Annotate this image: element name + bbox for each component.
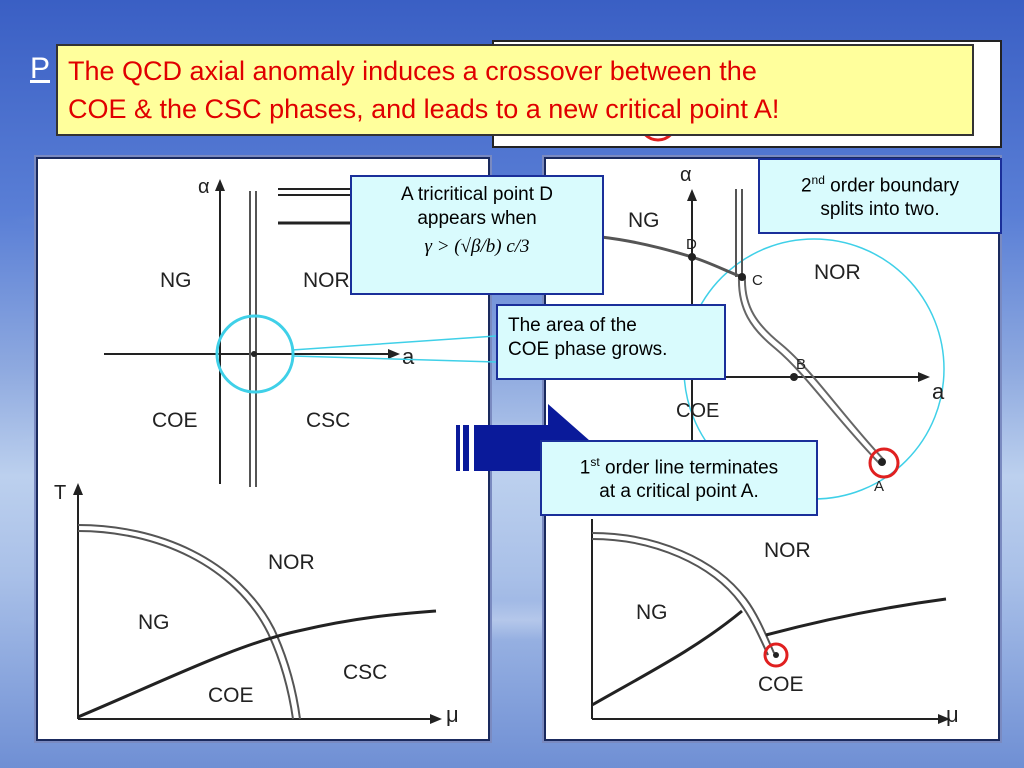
alpha-axis-arrow — [687, 189, 697, 201]
region-coe: COE — [758, 673, 804, 696]
callout-number: 2 — [800, 175, 812, 197]
callout-text: COE phase grows. — [508, 339, 668, 360]
critical-point — [773, 652, 779, 658]
label-b: B — [796, 356, 806, 373]
callout-text: at a critical point A. — [599, 481, 759, 503]
critical-point-circle — [868, 447, 900, 479]
callout-phrase: order boundary — [824, 175, 960, 197]
label-d: D — [686, 236, 697, 253]
alpha-axis-arrow — [215, 179, 225, 191]
a-axis-arrow — [918, 372, 930, 382]
tricritical-callout: A tricritical point D appears when γ > (… — [350, 175, 604, 295]
callout-number: 1 — [579, 457, 591, 479]
split-boundary — [737, 276, 881, 465]
callout-text: 1st order line terminates — [542, 450, 816, 480]
highlight-circle — [215, 314, 295, 394]
alpha-label: α — [198, 176, 210, 198]
region-csc: CSC — [306, 409, 350, 432]
region-ng: NG — [636, 601, 668, 624]
headline-line-2: COE & the CSC phases, and leads to a new… — [68, 94, 780, 124]
callout-text: The area of the — [508, 315, 637, 336]
callout-text: splits into two. — [820, 199, 940, 221]
point-c — [738, 273, 746, 281]
point-d — [688, 253, 696, 261]
mu-label: μ — [446, 702, 459, 727]
a-label: a — [402, 344, 415, 369]
tricritical-formula: γ > (√β/b) c/3 — [424, 236, 530, 257]
headline-line-1: The QCD axial anomaly induces a crossove… — [68, 56, 757, 86]
critical-point-circle — [763, 642, 789, 668]
callout-suffix: st — [590, 455, 600, 469]
region-coe: COE — [152, 409, 198, 432]
a-axis-arrow — [388, 349, 400, 359]
coe-area-callout: The area of the COE phase grows. — [496, 304, 726, 380]
region-nor: NOR — [814, 261, 861, 284]
callout-phrase: order line terminates — [599, 457, 779, 479]
point-b — [790, 373, 798, 381]
second-order-callout: 2nd order boundary splits into two. — [758, 158, 1002, 234]
callout-text: 2nd order boundary — [760, 168, 1000, 198]
label-c: C — [752, 272, 763, 289]
mu-label: μ — [946, 702, 959, 727]
phase-boundary-curve — [77, 524, 301, 720]
intersection-point — [251, 351, 257, 357]
region-ng: NG — [138, 611, 170, 634]
a-label: a — [932, 379, 945, 404]
slide-title-fragment: P — [30, 52, 51, 85]
alpha-label: α — [680, 164, 692, 186]
first-order-callout: 1st order line terminates at a critical … — [540, 440, 818, 516]
phase-boundary-curve — [77, 530, 294, 720]
right-diagrams: α a D C B A NG NOR COE μ NOR — [566, 164, 959, 727]
region-coe: COE — [676, 400, 719, 422]
region-coe: COE — [208, 684, 254, 707]
region-csc: CSC — [343, 661, 387, 684]
callout-suffix: nd — [811, 173, 825, 187]
region-nor: NOR — [268, 551, 315, 574]
phase-boundary-curve — [591, 538, 769, 656]
label-a: A — [874, 478, 884, 495]
mu-axis-arrow — [430, 714, 442, 724]
region-nor: NOR — [764, 539, 811, 562]
callout-text: A tricritical point D — [400, 184, 554, 205]
region-ng: NG — [628, 209, 660, 232]
callout-text: appears when — [417, 208, 537, 229]
phase-boundary-curve — [591, 532, 775, 654]
left-diagrams: α a NG NOR COE CSC T μ NOR NG CSC COE — [54, 176, 459, 727]
region-ng: NG — [160, 269, 192, 292]
first-order-line — [591, 609, 743, 707]
t-axis-arrow — [73, 483, 83, 495]
mu-axis-arrow — [938, 714, 950, 724]
ng-boundary — [600, 235, 743, 279]
point-a — [878, 458, 886, 466]
crossover-line — [765, 597, 947, 637]
headline-banner: The QCD axial anomaly induces a crossove… — [56, 44, 974, 136]
t-label: T — [54, 482, 66, 504]
first-order-line — [77, 609, 437, 719]
region-nor: NOR — [303, 269, 350, 292]
split-boundary — [743, 276, 885, 461]
